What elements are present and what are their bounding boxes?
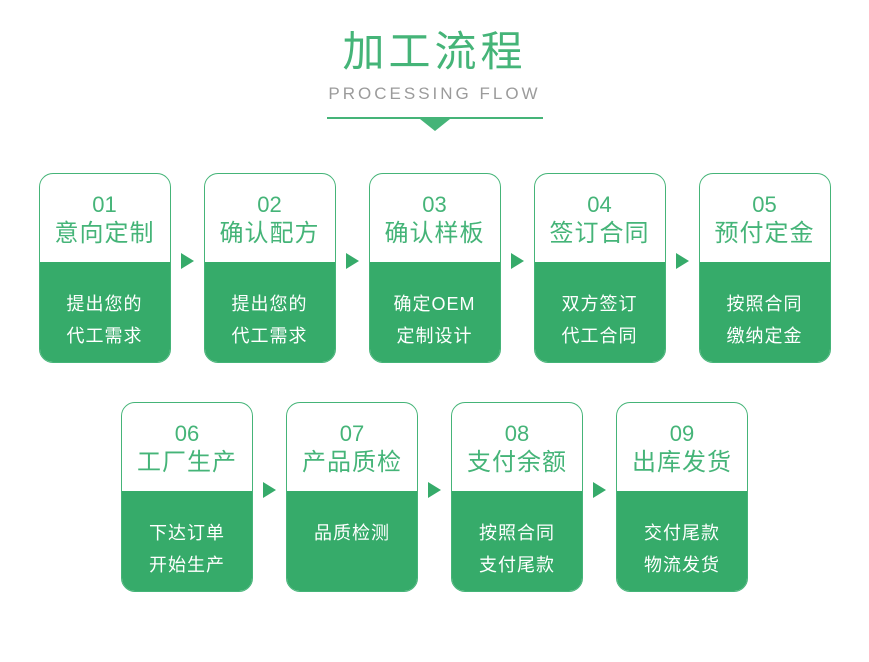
step-title: 工厂生产	[137, 449, 237, 477]
step-description: 交付尾款 物流发货	[617, 490, 747, 591]
header-divider-line	[326, 116, 543, 131]
step-card-07: 07 产品质检 品质检测	[286, 401, 418, 592]
step-desc-line: 品质检测	[314, 522, 390, 543]
step-title: 产品质检	[302, 449, 402, 477]
step-card-header: 09 出库发货	[617, 403, 747, 491]
flow-row-1: 01 意向定制 提出您的 代工需求 02 确认配方 提出您的 代工需求 03	[0, 172, 869, 363]
step-desc-line: 下达订单	[149, 522, 225, 543]
step-card-03: 03 确认样板 确定OEM 定制设计	[368, 172, 501, 363]
step-card-header: 03 确认样板	[370, 174, 500, 262]
page-title: 加工流程	[342, 28, 527, 75]
step-desc-line: 按照合同	[726, 293, 803, 314]
triangle-right-icon	[345, 252, 359, 269]
step-title: 确认配方	[219, 220, 320, 248]
step-desc-line: 提出您的	[231, 293, 308, 314]
step-card-header: 08 支付余额	[452, 403, 582, 491]
step-desc-line: 物流发货	[644, 554, 720, 575]
step-title: 确认样板	[384, 220, 485, 248]
step-desc-line: 代工需求	[231, 325, 308, 346]
step-card-header: 02 确认配方	[205, 174, 335, 262]
triangle-down-icon	[419, 118, 450, 131]
step-number: 05	[752, 191, 777, 217]
step-card-header: 07 产品质检	[287, 403, 417, 491]
step-number: 07	[339, 420, 365, 446]
step-description: 按照合同 缴纳定金	[699, 261, 830, 362]
step-title: 预付定金	[714, 220, 815, 248]
step-desc-line: 代工需求	[66, 325, 143, 346]
step-card-header: 04 签订合同	[535, 174, 665, 262]
flow-row-2: 06 工厂生产 下达订单 开始生产 07 产品质检 品质检测 08 支付余	[0, 401, 869, 592]
step-description: 确定OEM 定制设计	[369, 261, 500, 362]
step-desc-line: 提出您的	[66, 293, 143, 314]
step-card-01: 01 意向定制 提出您的 代工需求	[38, 172, 171, 363]
triangle-right-icon	[510, 252, 524, 269]
step-desc-line: 确定OEM	[393, 293, 476, 314]
step-card-header: 01 意向定制	[40, 174, 170, 262]
step-number: 06	[174, 420, 200, 446]
step-number: 04	[587, 191, 612, 217]
step-description: 双方签订 代工合同	[534, 261, 665, 362]
step-description: 按照合同 支付尾款	[452, 490, 582, 591]
step-desc-line: 双方签订	[561, 293, 638, 314]
step-desc-line: 开始生产	[149, 554, 225, 575]
step-number: 02	[257, 191, 282, 217]
step-card-09: 09 出库发货 交付尾款 物流发货	[616, 401, 748, 592]
step-description: 下达订单 开始生产	[122, 490, 252, 591]
step-number: 03	[422, 191, 447, 217]
step-title: 支付余额	[467, 449, 567, 477]
triangle-right-icon	[180, 252, 194, 269]
page-subtitle: PROCESSING FLOW	[328, 83, 541, 103]
step-card-06: 06 工厂生产 下达订单 开始生产	[121, 401, 253, 592]
step-description: 品质检测	[287, 490, 417, 591]
step-desc-line: 缴纳定金	[726, 325, 803, 346]
triangle-right-icon	[263, 481, 276, 498]
step-desc-line: 定制设计	[396, 325, 473, 346]
step-card-02: 02 确认配方 提出您的 代工需求	[203, 172, 336, 363]
step-card-04: 04 签订合同 双方签订 代工合同	[533, 172, 666, 363]
step-desc-line: 代工合同	[561, 325, 638, 346]
step-title: 签订合同	[549, 220, 650, 248]
triangle-right-icon	[675, 252, 689, 269]
page-header: 加工流程 PROCESSING FLOW	[0, 0, 869, 131]
triangle-right-icon	[428, 481, 441, 498]
step-card-header: 05 预付定金	[700, 174, 830, 262]
step-number: 01	[92, 191, 117, 217]
step-number: 09	[669, 420, 695, 446]
step-card-05: 05 预付定金 按照合同 缴纳定金	[698, 172, 831, 363]
step-desc-line: 按照合同	[479, 522, 555, 543]
triangle-right-icon	[593, 481, 606, 498]
step-card-header: 06 工厂生产	[122, 403, 252, 491]
step-description: 提出您的 代工需求	[39, 261, 170, 362]
step-title: 出库发货	[632, 449, 732, 477]
step-desc-line: 交付尾款	[644, 522, 720, 543]
step-number: 08	[504, 420, 530, 446]
step-title: 意向定制	[54, 220, 155, 248]
step-desc-line: 支付尾款	[479, 554, 555, 575]
step-card-08: 08 支付余额 按照合同 支付尾款	[451, 401, 583, 592]
step-description: 提出您的 代工需求	[204, 261, 335, 362]
